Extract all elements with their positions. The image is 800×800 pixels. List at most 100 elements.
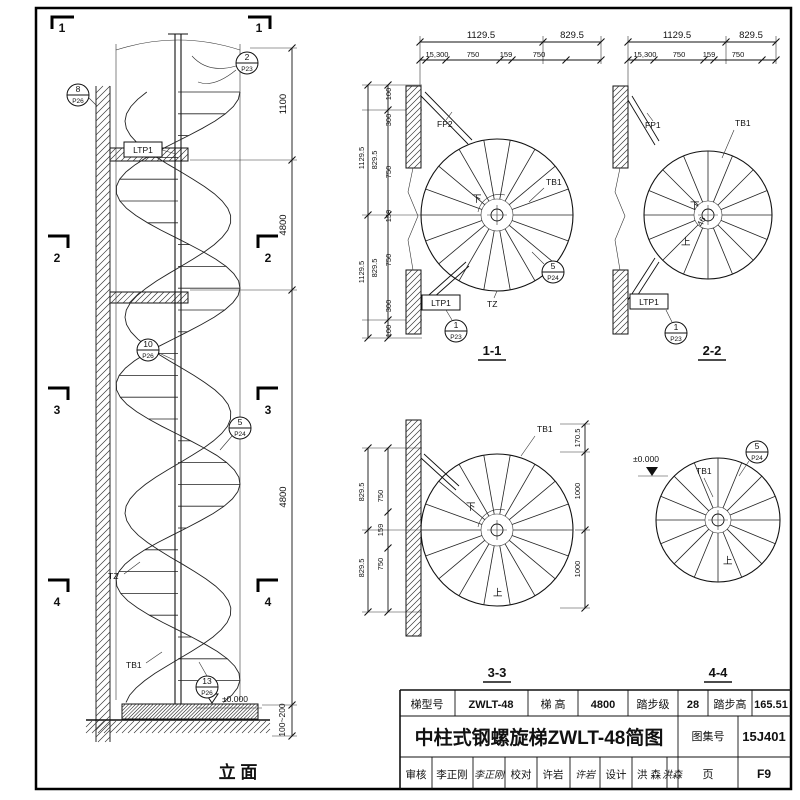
section-marker-number: 1 <box>59 21 66 35</box>
review-signature: 李正刚 <box>474 769 506 781</box>
section-marker-number: 2 <box>265 251 272 265</box>
s22-title: 2-2 <box>698 343 726 361</box>
svg-text:300: 300 <box>384 114 393 127</box>
ref-bubble-13: 13 P26 <box>195 661 219 699</box>
svg-text:1-1: 1-1 <box>483 343 502 358</box>
stair-height-label: 梯 高 <box>540 697 565 711</box>
svg-text:P24: P24 <box>751 455 763 462</box>
s11-top-dims: 1129.5 829.5 15,300 750 159 750 <box>416 30 605 86</box>
svg-text:750: 750 <box>376 558 385 571</box>
section-marker-number: 3 <box>54 403 61 417</box>
tz-label: TZ <box>108 561 141 581</box>
section-3-3: 829.5 750 159 750 829.5 170.5 <box>357 419 590 683</box>
down-label: 下 <box>690 201 700 212</box>
tb1-label: TB1 <box>537 424 553 434</box>
ref-bubble-5: 5 P24 <box>219 416 252 451</box>
ref-bubble-1: 1 P23 <box>444 309 468 343</box>
stair-model-label: 梯型号 <box>411 697 444 711</box>
svg-text:15,300: 15,300 <box>426 50 449 59</box>
fp1-label: FP1 <box>645 120 661 130</box>
section-marker-1-right: 1 <box>248 15 272 35</box>
svg-text:LTP1: LTP1 <box>639 297 659 307</box>
svg-text:300: 300 <box>384 300 393 313</box>
svg-text:829.5: 829.5 <box>560 30 584 41</box>
elevation-view: 1 1 2 2 3 3 4 4 <box>48 15 297 782</box>
step-number: 46 <box>695 215 708 228</box>
svg-text:5: 5 <box>755 441 760 451</box>
stair-height-value: 4800 <box>591 699 615 711</box>
section-2-2: 1129.5 829.5 15,300 750 159 750 <box>612 30 780 361</box>
svg-text:159: 159 <box>703 50 716 59</box>
elevation-title: 立 面 <box>219 762 258 782</box>
soil-hatch <box>85 720 271 734</box>
s33-title: 3-3 <box>483 665 511 683</box>
s44-level-mark: ±0.000 <box>633 454 668 477</box>
page-number: F9 <box>757 767 771 781</box>
tread-spokes <box>656 458 780 582</box>
section-marker-3-left: 3 <box>48 386 70 417</box>
s11-left-dims: 100 300 1129.5 829.5 750 159 1129.5 829.… <box>357 81 422 342</box>
svg-text:LTP1: LTP1 <box>431 298 451 308</box>
proofread-name: 许岩 <box>543 768 564 781</box>
svg-text:1: 1 <box>454 320 459 330</box>
step-count-label: 踏步级 <box>637 697 670 711</box>
ref-bubble-10: 10 P26 <box>136 338 175 362</box>
svg-text:829.5: 829.5 <box>357 559 366 578</box>
svg-text:1000: 1000 <box>573 483 582 500</box>
section-marker-number: 2 <box>54 251 61 265</box>
proofread-signature: 许岩 <box>575 769 596 781</box>
tb1-label: TB1 <box>696 466 712 476</box>
svg-text:P24: P24 <box>547 275 559 282</box>
svg-text:P23: P23 <box>450 334 462 341</box>
down-arrow <box>477 194 506 213</box>
mid-landing-slab <box>109 291 189 304</box>
tread-spokes <box>421 140 573 290</box>
atlas-number: 15J401 <box>742 729 785 744</box>
s11-title: 1-1 <box>478 343 506 361</box>
svg-text:2-2: 2-2 <box>703 343 722 358</box>
tb1-label: TB1 <box>546 177 562 187</box>
dim-label: 4800 <box>278 486 289 507</box>
svg-text:750: 750 <box>732 50 745 59</box>
design-name: 洪 森 <box>637 768 661 781</box>
title-block: 梯型号 ZWLT-48 梯 高 4800 踏步级 28 踏步高 165.51 中… <box>399 689 791 789</box>
section-marker-number: 4 <box>265 595 272 609</box>
step-height-label: 踏步高 <box>714 697 747 711</box>
down-label: 下 <box>472 194 482 205</box>
svg-text:1129.5: 1129.5 <box>663 30 691 41</box>
step-count-value: 28 <box>687 699 699 711</box>
design-signature: 洪森 <box>662 769 683 781</box>
section-marker-1-left: 1 <box>50 15 74 35</box>
section-marker-4-left: 4 <box>48 578 70 609</box>
svg-text:159: 159 <box>500 50 513 59</box>
dim-label: 1100 <box>278 94 289 114</box>
drawing-title: 中柱式钢螺旋梯ZWLT-48简图 <box>415 726 664 749</box>
svg-text:1129.5: 1129.5 <box>357 147 366 169</box>
tb1-label: TB1 <box>126 651 163 670</box>
down-arrow <box>477 509 506 528</box>
page-label: 页 <box>703 769 714 781</box>
svg-text:P26: P26 <box>72 98 84 105</box>
center-column <box>168 33 188 706</box>
svg-text:TZ: TZ <box>108 571 118 581</box>
svg-text:1129.5: 1129.5 <box>357 261 366 283</box>
atlas-label: 图集号 <box>692 729 725 743</box>
s22-wall <box>612 85 629 335</box>
s44-plan-circle <box>655 457 781 583</box>
svg-text:1000: 1000 <box>573 561 582 578</box>
section-marker-2-left: 2 <box>48 234 70 265</box>
svg-text:100: 100 <box>384 325 393 338</box>
svg-text:750: 750 <box>376 490 385 503</box>
ref-bubble-1: 1 P23 <box>664 309 688 345</box>
svg-text:5: 5 <box>238 417 243 427</box>
s11-beams <box>420 91 473 307</box>
s22-ltp1-label: LTP1 <box>629 293 669 310</box>
svg-text:15,300: 15,300 <box>634 50 657 59</box>
svg-text:750: 750 <box>533 50 546 59</box>
section-marker-number: 1 <box>256 21 263 35</box>
tread-spokes <box>421 455 573 605</box>
svg-text:4-4: 4-4 <box>709 665 729 680</box>
svg-text:LTP1: LTP1 <box>133 145 153 155</box>
s33-beams <box>420 453 460 491</box>
